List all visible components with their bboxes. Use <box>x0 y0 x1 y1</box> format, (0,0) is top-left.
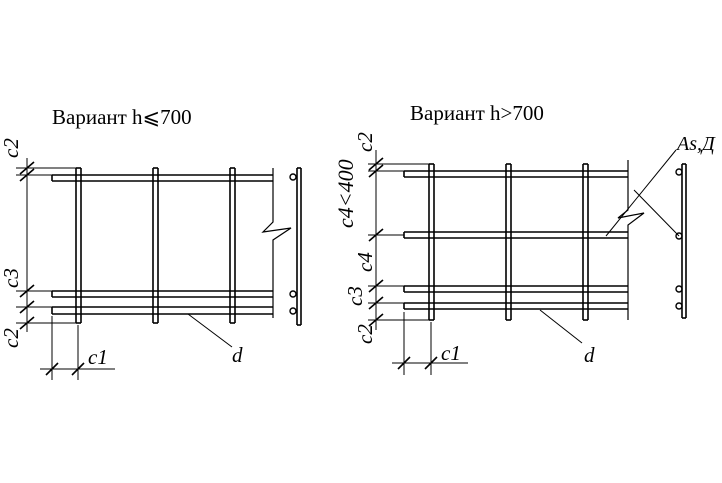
left-section-view <box>289 167 302 326</box>
right-horizontal-bars <box>403 170 628 310</box>
right-c4-label: c4 <box>353 252 377 272</box>
left-vertical-bars <box>75 167 236 324</box>
left-c1-dimension <box>40 316 115 380</box>
right-break-line <box>617 160 645 320</box>
left-c2-top-label: c2 <box>0 138 23 158</box>
right-c1-dimension <box>392 312 468 375</box>
left-c1-label: c1 <box>88 345 108 369</box>
right-c1-label: c1 <box>441 341 461 365</box>
right-variant: Вариант h>700 <box>333 101 716 375</box>
right-d-label: d <box>584 343 595 367</box>
right-vertical-bars <box>428 163 589 321</box>
left-bar-middle <box>51 290 273 298</box>
right-section-view <box>675 163 687 319</box>
right-vertical-bar-3 <box>582 163 589 321</box>
right-bar-top <box>403 170 628 178</box>
right-bar-bottom <box>403 302 628 310</box>
left-vertical-dimension <box>16 158 76 332</box>
left-vertical-bar-2 <box>152 167 159 324</box>
right-d-leader <box>539 309 583 344</box>
right-bar-lower <box>403 285 628 293</box>
right-c3-label: c3 <box>343 286 367 306</box>
left-bar-bottom <box>51 306 273 315</box>
right-c2-top-label: c2 <box>353 132 377 152</box>
left-d-label: d <box>232 343 243 367</box>
left-d-leader <box>187 313 233 348</box>
right-as-leaders <box>605 149 680 237</box>
right-bar-middle-distribution <box>403 231 628 239</box>
left-vertical-bar-1 <box>75 167 82 324</box>
left-c3-label: c3 <box>0 268 23 288</box>
left-variant: Вариант h⩽700 <box>0 105 302 380</box>
right-vertical-bar-2 <box>505 163 512 321</box>
right-vertical-dimension <box>368 150 429 330</box>
left-variant-title: Вариант h⩽700 <box>52 105 192 129</box>
right-c4-max-label: c4<400 <box>333 159 358 228</box>
left-c2-bottom-label: c2 <box>0 328 23 348</box>
right-c2-bottom-label: c2 <box>353 324 377 344</box>
right-as-d-label: As,Д <box>675 133 716 155</box>
right-vertical-bar-1 <box>428 163 435 321</box>
left-break-line <box>261 168 292 318</box>
left-bar-top <box>51 174 273 182</box>
right-variant-title: Вариант h>700 <box>410 101 544 125</box>
left-horizontal-bars <box>51 174 273 315</box>
left-vertical-bar-3 <box>229 167 236 324</box>
